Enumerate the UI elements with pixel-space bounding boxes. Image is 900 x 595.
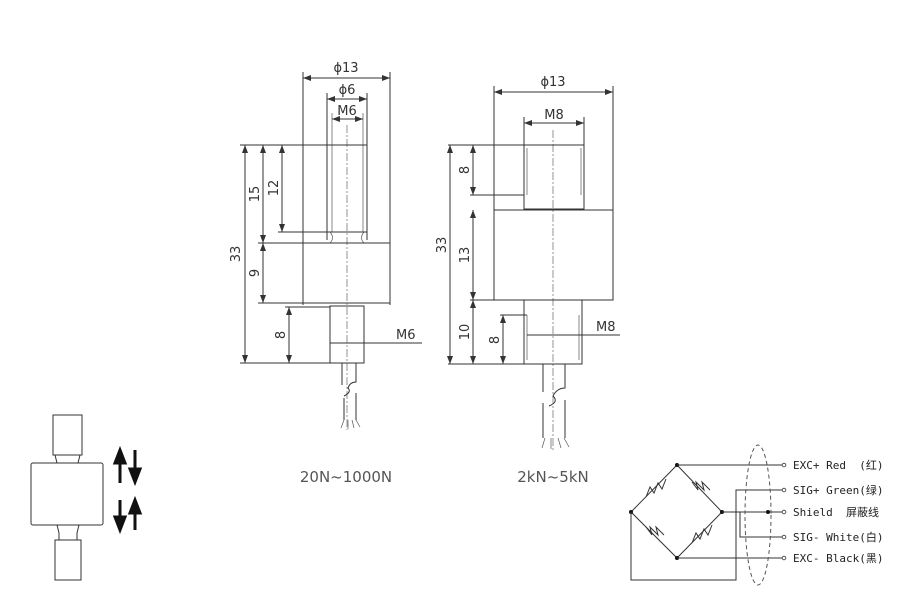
wire-label-sig-minus: SIG- White(白) <box>793 530 883 544</box>
wire-label-shield: Shield 屏蔽线 <box>793 505 879 519</box>
dim-bottom-length: 10 <box>458 324 473 341</box>
dim-inner-diameter: ϕ6 <box>339 83 356 98</box>
wire-label-exc-plus: EXC+ Red (红) <box>793 459 883 472</box>
small-load-cell-drawing: ϕ13 ϕ6 M6 33 15 12 9 8 M6 20N~1000 <box>229 61 422 486</box>
dim-bottom-thread: M8 <box>596 320 616 335</box>
dim-top-thread: M6 <box>337 104 357 119</box>
wire-label-exc-minus: EXC- Black(黑) <box>793 552 883 565</box>
dim-bottom-thread-length: 8 <box>488 336 503 344</box>
dim-body-length: 13 <box>458 247 473 264</box>
large-model-capacity-caption: 2kN~5kN <box>517 468 588 486</box>
dim-top-thread: M8 <box>544 108 564 123</box>
dim-body-length: 9 <box>248 269 263 277</box>
dim-upper-length: 15 <box>248 186 263 203</box>
dim-bottom-thread: M6 <box>396 328 416 343</box>
dim-bottom-thread-length: 8 <box>274 331 289 339</box>
dim-total-length: 33 <box>435 237 450 254</box>
dim-top-stud-length: 8 <box>458 166 473 174</box>
small-model-capacity-caption: 20N~1000N <box>300 468 392 486</box>
dim-outer-diameter: ϕ13 <box>333 61 358 76</box>
dim-thread-depth: 12 <box>267 180 282 197</box>
tension-compression-arrows-icon <box>30 414 143 581</box>
wire-label-sig-plus: SIG+ Green(绿) <box>793 483 883 497</box>
large-load-cell-drawing: ϕ13 M8 33 8 13 10 8 M8 2kN~5kN <box>435 75 620 486</box>
dim-total-length: 33 <box>229 246 244 263</box>
wiring-diagram: EXC+ Red (红) SIG+ Green(绿) Shield 屏蔽线 SI… <box>629 444 883 586</box>
dim-outer-diameter: ϕ13 <box>540 75 565 90</box>
